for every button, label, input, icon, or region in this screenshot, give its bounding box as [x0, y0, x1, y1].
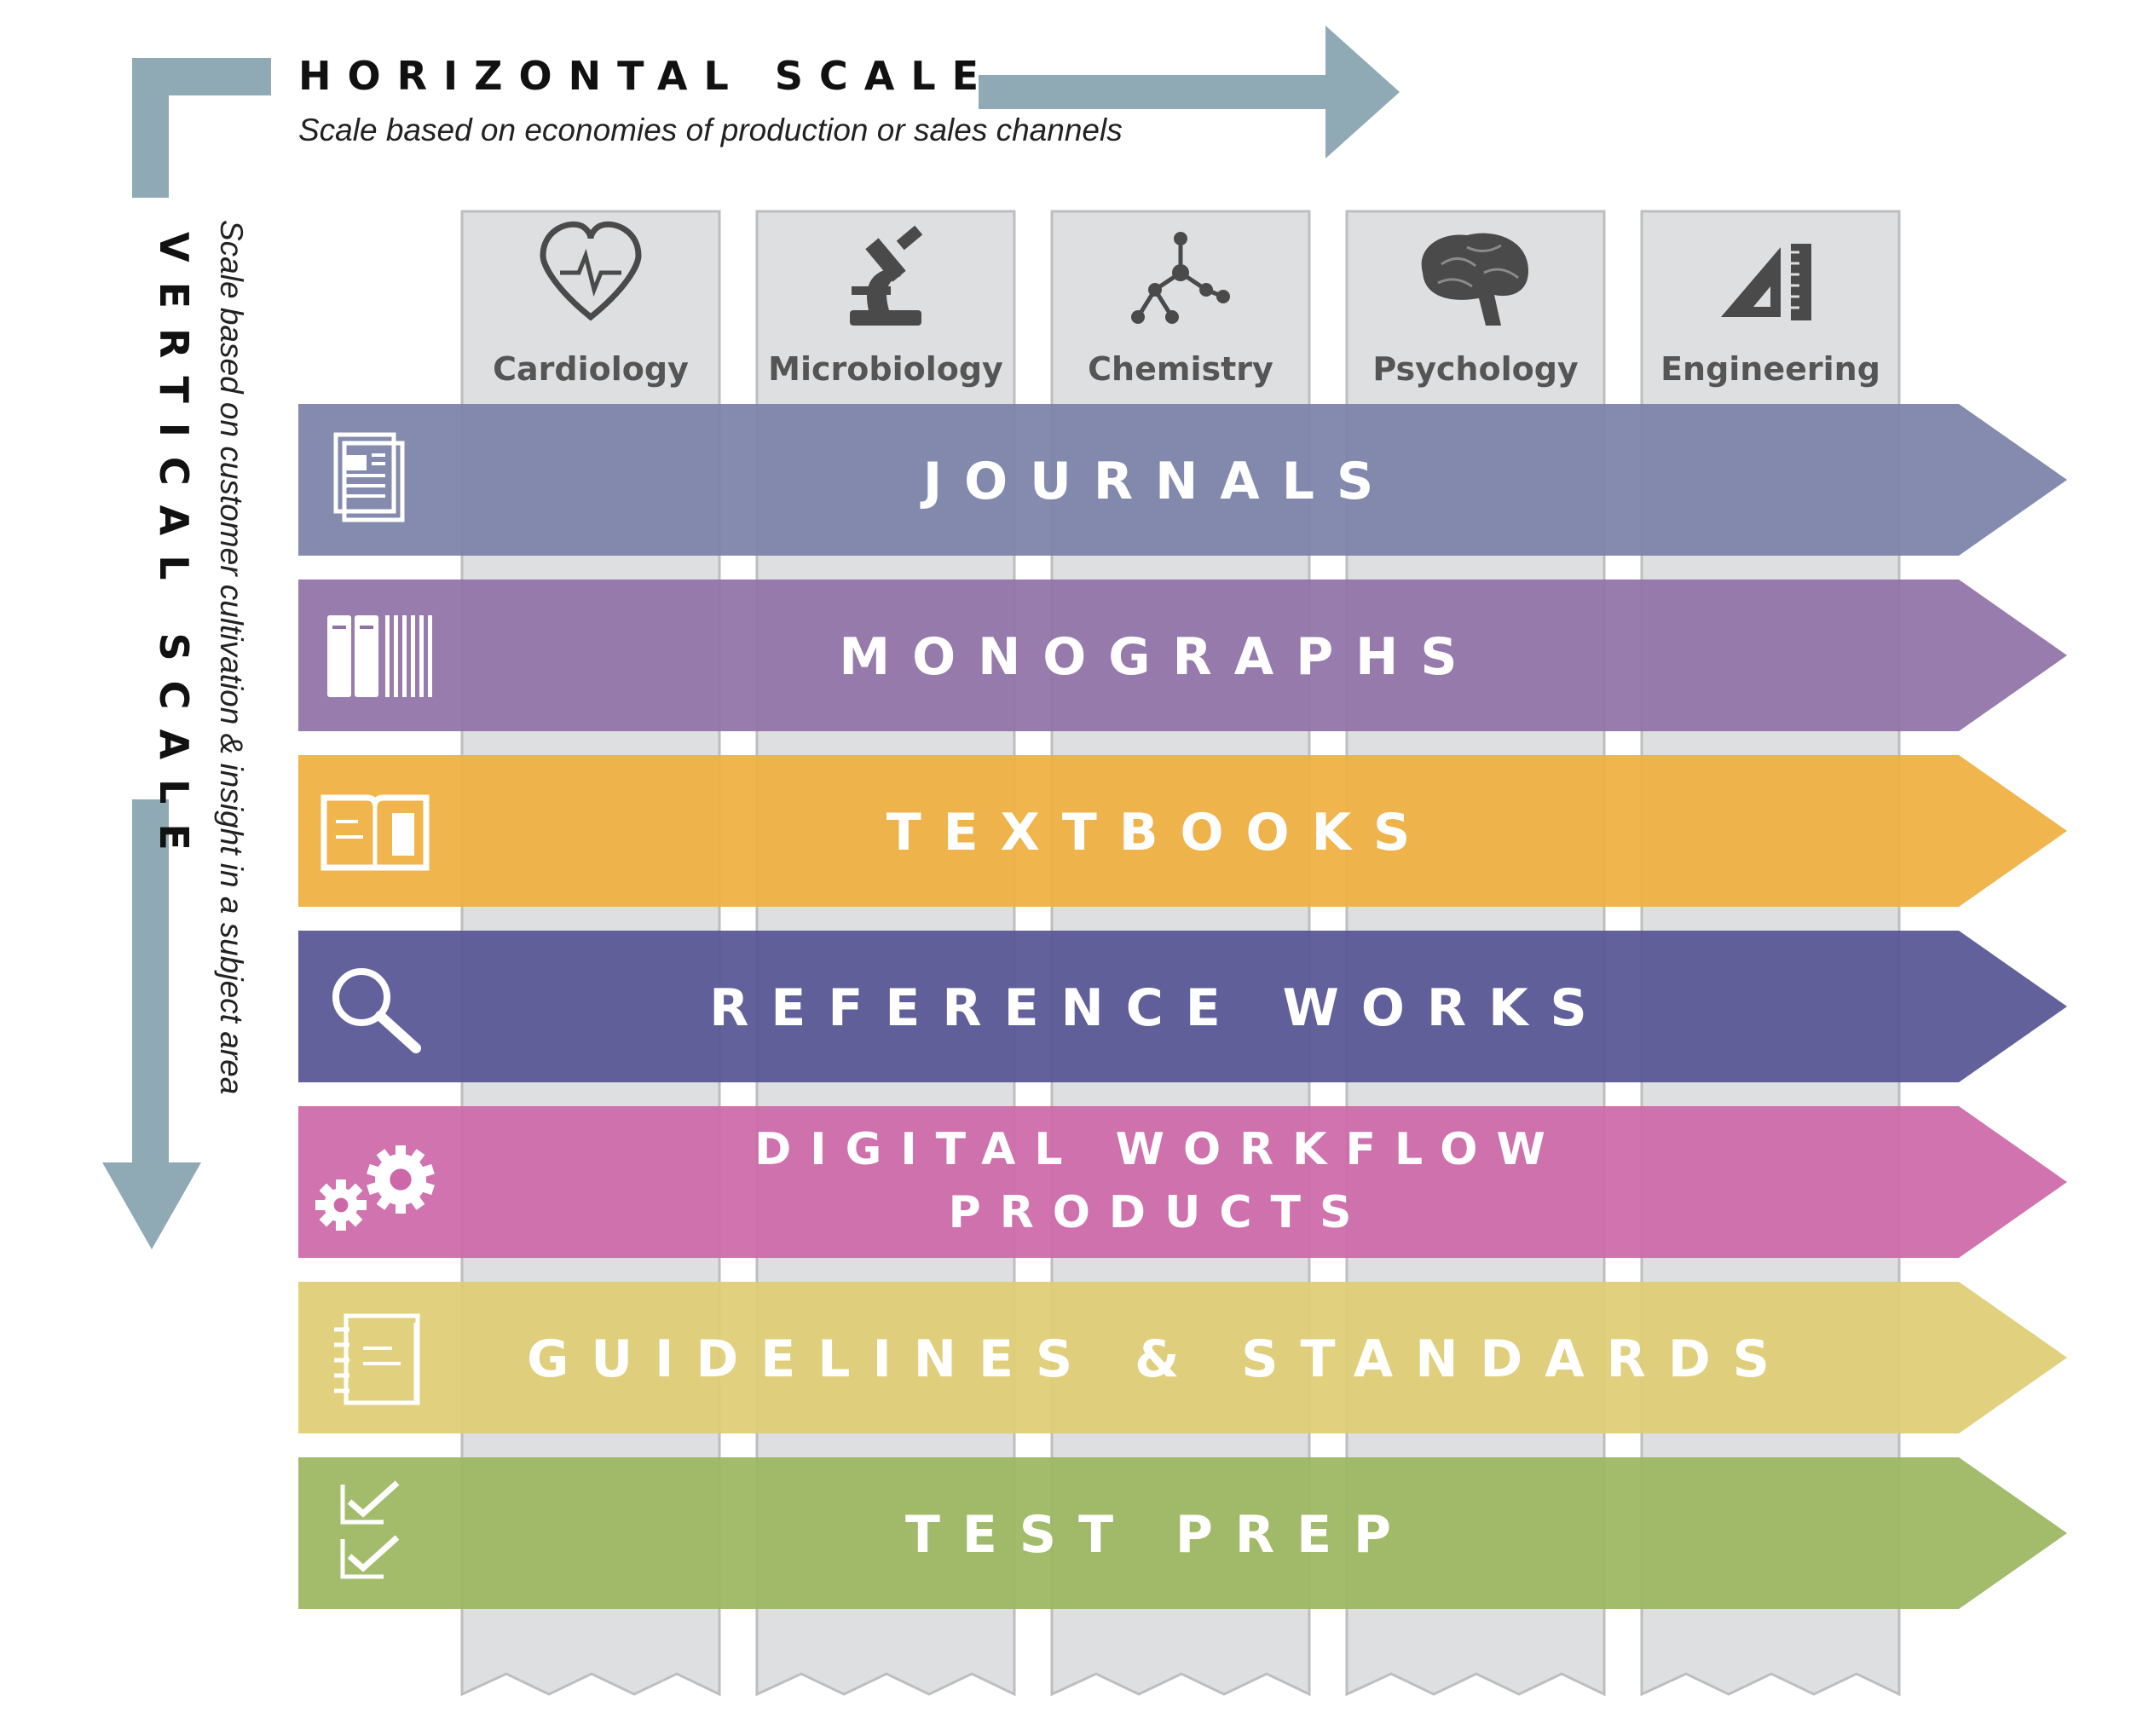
notepad-icon: [334, 1313, 420, 1405]
gears-icon: [315, 1145, 435, 1231]
microscope-icon: [850, 225, 923, 326]
product-bands: JOURNALS MONOGRAPHS TEXTBOOKS REFERENCE WOR…: [298, 404, 2067, 1609]
scale-corner: [132, 58, 271, 198]
band-label: TEXTBOOKS: [886, 803, 1433, 862]
band-label: MONOGRAPHS: [839, 627, 1479, 687]
horizontal-scale-arrow: [979, 26, 1400, 159]
band-label: JOURNALS: [920, 452, 1395, 511]
subject-label: Cardiology: [493, 350, 689, 388]
band-arrow: [298, 1282, 2067, 1433]
band-arrow: [298, 931, 2067, 1082]
band-reference-works: REFERENCE WORKS: [298, 931, 2067, 1082]
vertical-scale-title: VERTICAL SCALE: [151, 232, 197, 870]
band-label: TEST PREP: [905, 1505, 1413, 1565]
band-monographs: MONOGRAPHS: [298, 580, 2067, 731]
band-label: DIGITAL WORKFLOW: [754, 1124, 1564, 1175]
band-label: PRODUCTS: [949, 1187, 1371, 1238]
subject-label: Psychology: [1372, 350, 1579, 388]
band-arrow: [298, 580, 2067, 731]
band-label: REFERENCE WORKS: [709, 978, 1609, 1038]
band-label: GUIDELINES & STANDARDS: [527, 1329, 1792, 1389]
horizontal-scale-title: HORIZONTAL SCALE: [298, 53, 996, 99]
subject-label: Chemistry: [1088, 350, 1273, 388]
subject-label: Microbiology: [768, 350, 1003, 388]
band-arrow: [298, 1457, 2067, 1609]
band-arrow: [298, 1106, 2067, 1258]
journal-icon: [333, 432, 405, 522]
books-icon: [327, 615, 432, 697]
band-arrow: [298, 404, 2067, 556]
horizontal-scale-subtitle: Scale based on economies of production o…: [298, 112, 1123, 147]
band-digital-workflow-products: DIGITAL WORKFLOW PRODUCTS: [298, 1106, 2067, 1258]
scale-arrows: [102, 26, 1400, 1249]
band-guidelines-standards: GUIDELINES & STANDARDS: [298, 1282, 2067, 1433]
band-journals: JOURNALS: [298, 404, 2067, 556]
vertical-scale-subtitle: Scale based on customer cultivation & in…: [214, 220, 249, 1095]
band-arrow: [298, 755, 2067, 907]
ruler-triangle-icon: [1721, 244, 1811, 320]
brain-icon: [1421, 233, 1528, 326]
open-book-icon: [321, 794, 430, 871]
checklist-icon: [340, 1480, 400, 1579]
band-test-prep: TEST PREP: [298, 1457, 2067, 1609]
subject-label: Engineering: [1660, 350, 1880, 388]
band-textbooks: TEXTBOOKS: [298, 755, 2067, 907]
molecule-icon: [1131, 232, 1230, 324]
magnifier-icon: [332, 968, 421, 1053]
heart-icon: [540, 221, 642, 321]
vertical-scale-arrow: [102, 799, 201, 1249]
